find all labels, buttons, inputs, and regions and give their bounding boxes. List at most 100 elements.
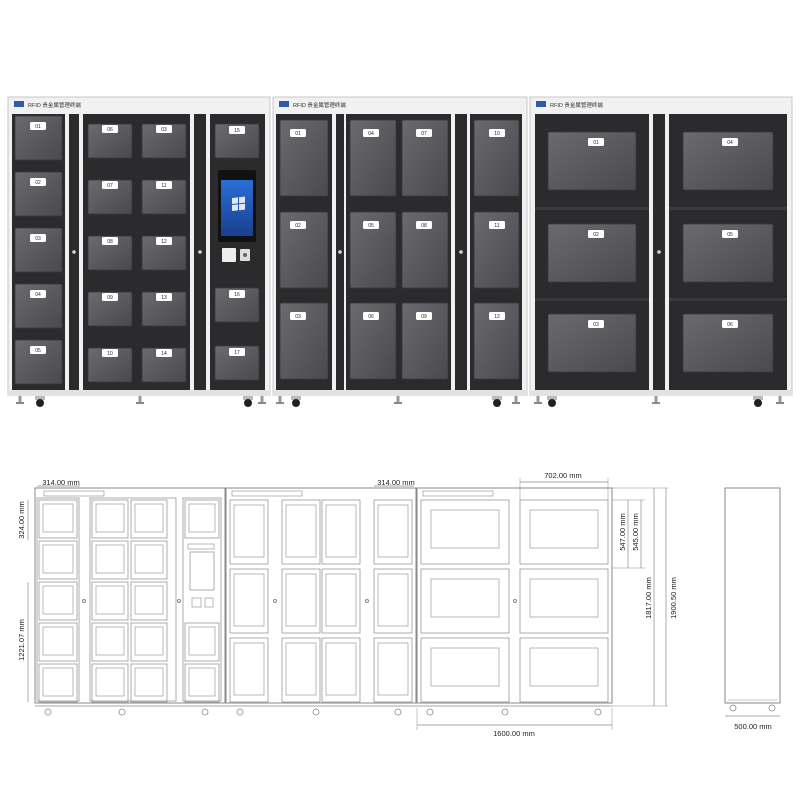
locker-door[interactable] (349, 302, 397, 380)
door-number-badge (156, 181, 172, 189)
locker-door[interactable] (401, 119, 449, 197)
door-outline (420, 568, 510, 634)
door-outline (130, 540, 168, 580)
locker-door[interactable] (14, 115, 63, 161)
locker-door[interactable] (682, 131, 774, 191)
door-window (325, 504, 357, 558)
door-window (377, 504, 409, 558)
door-number: 10 (494, 131, 500, 137)
caster-wheel-icon (36, 399, 44, 407)
leveling-foot-pad (534, 402, 542, 404)
locker-door[interactable] (473, 302, 520, 380)
door-outline (321, 568, 361, 634)
card-reader[interactable] (222, 248, 236, 262)
label-strip (231, 490, 303, 497)
locker-door[interactable] (87, 179, 133, 215)
door-number: 04 (368, 131, 374, 137)
door-window (95, 626, 125, 656)
locker-door[interactable] (349, 119, 397, 197)
door-window (95, 503, 125, 533)
locker-door[interactable] (279, 302, 329, 380)
door-number: 01 (35, 124, 41, 130)
door-number: 04 (727, 140, 733, 146)
locker-door[interactable] (14, 339, 63, 385)
door-window (95, 585, 125, 615)
dimension-label: 324.00 mm (17, 501, 26, 539)
door-number: 04 (35, 292, 41, 298)
locker-door[interactable] (279, 119, 329, 197)
locker-door[interactable] (87, 235, 133, 271)
locker-door[interactable] (87, 347, 133, 383)
door-outline (519, 499, 609, 565)
windows-logo-pane (232, 197, 238, 204)
leveling-foot-pad (136, 402, 144, 404)
caster-bracket (243, 396, 253, 400)
door-number-badge (156, 125, 172, 133)
brand-label: RFID 贵金属管理终端 (550, 101, 603, 109)
locker-door[interactable] (14, 171, 63, 217)
door-window (188, 667, 216, 697)
locker-door[interactable] (141, 235, 187, 271)
dimension-label: 314.00 mm (42, 478, 80, 487)
door-number-badge (229, 126, 245, 134)
door-outline (184, 622, 220, 662)
locker-door[interactable] (473, 211, 520, 289)
door-outline (38, 581, 78, 621)
leveling-foot-pad (652, 402, 660, 404)
locker-door[interactable] (401, 302, 449, 380)
door-outline (184, 499, 220, 539)
locker-door[interactable] (141, 291, 187, 327)
door-number: 05 (727, 232, 733, 238)
door-window (42, 503, 74, 533)
locker-door[interactable] (214, 287, 260, 323)
dimension-label: 500.00 mm (734, 722, 772, 731)
cabinet-base (273, 390, 527, 395)
door-outline (184, 663, 220, 703)
door-window (134, 626, 164, 656)
leveling-foot (514, 396, 518, 402)
door-panel (210, 114, 265, 390)
door-outline (519, 568, 609, 634)
door-number: 03 (35, 236, 41, 242)
door-outline (373, 499, 413, 565)
caster-bracket (547, 396, 557, 400)
locker-door[interactable] (14, 227, 63, 273)
locker-door[interactable] (141, 123, 187, 159)
locker-door[interactable] (473, 119, 520, 197)
screen-outline (189, 551, 215, 591)
locker-door[interactable] (214, 123, 260, 159)
door-column (182, 497, 222, 702)
locker-door[interactable] (682, 223, 774, 283)
locker-door[interactable] (401, 211, 449, 289)
brand-label: RFID 贵金属管理终端 (293, 101, 346, 109)
locker-door[interactable] (141, 347, 187, 383)
locker-door[interactable] (682, 313, 774, 373)
locker-door[interactable] (14, 283, 63, 329)
locker-door[interactable] (141, 179, 187, 215)
door-number: 03 (295, 314, 301, 320)
brand-logo (14, 101, 24, 107)
locker-door[interactable] (349, 211, 397, 289)
leveling-foot-pad (258, 402, 266, 404)
door-outline (420, 499, 510, 565)
door-number-badge (102, 237, 118, 245)
door-handle-icon (338, 250, 342, 254)
door-outline (38, 622, 78, 662)
locker-door[interactable] (279, 211, 329, 289)
door-number-badge (30, 122, 46, 130)
caster-wheel-icon (501, 708, 509, 716)
sensor-outline (204, 597, 214, 608)
locker-door[interactable] (547, 313, 637, 373)
locker-door[interactable] (87, 123, 133, 159)
locker-door[interactable] (547, 223, 637, 283)
locker-door[interactable] (547, 131, 637, 191)
door-number: 02 (295, 223, 301, 229)
leveling-foot (138, 396, 142, 402)
door-number-badge (290, 129, 306, 137)
leveling-foot (778, 396, 782, 402)
locker-door[interactable] (87, 291, 133, 327)
door-number-badge (489, 129, 505, 137)
locker-door[interactable] (214, 345, 260, 381)
leveling-foot (278, 396, 282, 402)
door-outline (130, 622, 168, 662)
